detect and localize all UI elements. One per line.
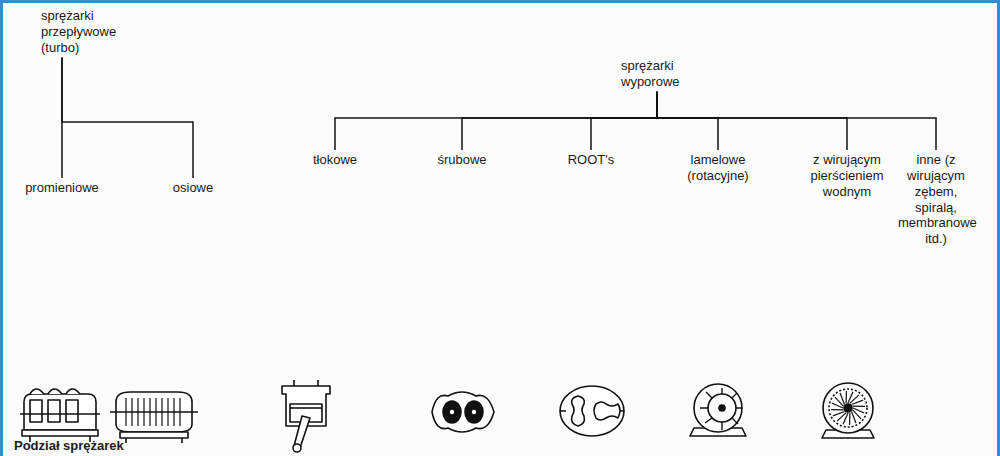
impeller-blade [849,413,851,425]
tree-connector [462,92,657,150]
node-text: tłokowe [303,152,367,168]
impeller-blade [852,412,856,424]
impeller-blade [853,405,865,407]
impeller-blade [852,400,864,404]
compressor-type-label: osiowe [160,178,226,198]
category-heading: sprężarki przepływowe (turbo) [38,6,138,58]
impeller-blade [845,391,847,403]
compressor-type-label: ROOT's [556,150,626,170]
compressor-type-label: inne (z wirującym zębem, spiralą, membra… [895,150,977,249]
node-text: z wirującym pierścieniem wodnym [807,152,887,200]
compressor-type-label: śrubowe [427,150,497,170]
axial-compressor-icon [110,392,198,443]
category-heading: sprężarki wyporowe [618,56,710,92]
roots-blower-icon [560,386,624,436]
node-text: sprężarki przepływowe (turbo) [41,8,135,56]
impeller-blade [840,393,844,405]
node-text: ROOT's [559,152,623,168]
piston-compressor-icon [282,380,330,452]
screw-compressor-icon [432,392,494,432]
tree-connector [62,58,193,178]
node-text: osiowe [163,180,223,196]
tree-connector [657,92,936,150]
tree-connector [335,92,657,150]
compressor-type-label: lamelowe (rotacyjne) [679,150,757,186]
impeller-blade [831,409,843,411]
node-text: promieniowe [17,180,107,196]
figure-caption: Podział sprężarek [14,438,124,453]
impeller-blade [833,412,845,416]
vane-compressor-icon [690,384,746,436]
node-text: sprężarki wyporowe [621,58,707,90]
node-text: inne (z wirującym zębem, spiralą, membra… [898,152,974,247]
tree-connector [657,92,847,150]
compressor-type-label: promieniowe [14,178,110,198]
tree-connector [591,92,657,150]
compressor-type-label: tłokowe [300,150,370,170]
node-text: śrubowe [430,152,494,168]
radial-compressor-icon [20,389,100,442]
tree-connector [657,92,718,150]
compressor-type-label: z wirującym pierścieniem wodnym [804,150,890,202]
liquid-ring-compressor-icon [822,383,874,438]
node-text: lamelowe (rotacyjne) [682,152,754,184]
